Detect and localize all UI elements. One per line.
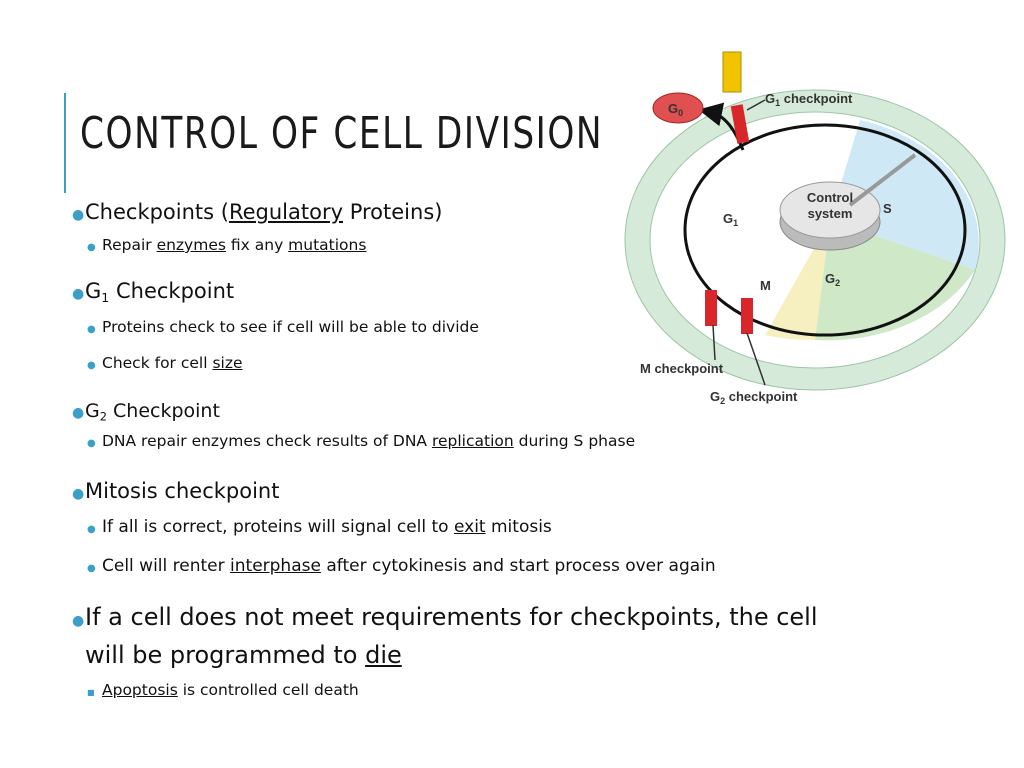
m-phase-sector (765, 220, 830, 341)
sub-bullet-dna-repair: ● DNA repair enzymes check results of DN… (72, 431, 942, 454)
text: Checkpoint (109, 279, 235, 303)
s-phase-label: S (883, 201, 892, 216)
link-die: die (365, 641, 402, 669)
text: Cell will renter (102, 556, 231, 576)
g2-checkpoint-label: G2 checkpoint (710, 389, 798, 406)
link-exit: exit (453, 517, 486, 537)
g0-label: G0 (668, 101, 683, 118)
sub-bullet-renter-interphase: ● Cell will renter interphase after cyto… (72, 556, 942, 579)
link-interphase: interphase (230, 556, 321, 576)
bullet-dot: ● (87, 360, 96, 371)
bullet-dot: ● (72, 613, 85, 629)
text: Checkpoints ( (85, 200, 229, 224)
text: will be programmed to (85, 641, 366, 669)
m-checkpoint-label: M checkpoint (640, 361, 724, 376)
text: during S phase (513, 432, 636, 450)
link-mutations: mutations (288, 236, 367, 254)
link-size: size (212, 354, 243, 372)
link-apoptosis: Apoptosis (102, 681, 178, 699)
bullet-mitosis-checkpoint: ● Mitosis checkpoint (72, 478, 942, 507)
link-regulatory: Regulatory (228, 200, 344, 224)
m-checkpoint-leader (712, 324, 716, 361)
sub-bullet-exit-mitosis: ● If all is correct, proteins will signa… (72, 517, 942, 540)
g1-checkpoint-leader (746, 99, 766, 111)
bullet-dot: ● (72, 207, 85, 223)
bullet-fail-requirements: ● If a cell does not meet requirements f… (72, 598, 942, 674)
g0-pill (652, 92, 704, 124)
text: Check for cell (102, 354, 213, 372)
bullet-dot: ● (87, 438, 96, 449)
text: Proteins) (343, 200, 443, 224)
subscript: 1 (101, 289, 110, 305)
g0-exit-arrow (698, 102, 745, 151)
g1-phase-label: G1 (723, 211, 738, 228)
title-accent-bar (64, 93, 66, 193)
text: after cytokinesis and start process over… (320, 556, 716, 576)
g2-checkpoint-leader (746, 332, 766, 386)
m-phase-label: M (760, 278, 771, 293)
text: If a cell does not meet requirements for… (85, 603, 818, 631)
g2-phase-sector (815, 220, 975, 341)
bullet-dot: ● (87, 242, 96, 253)
text: Repair (102, 236, 157, 254)
cycle-path (683, 123, 967, 337)
bullet-dot: ● (87, 524, 96, 535)
text: Proteins check to see if cell will be ab… (102, 318, 479, 336)
bullet-g1-checkpoint: ● G1 Checkpoint (72, 278, 942, 307)
text: fix any (225, 236, 289, 254)
regulatory-protein-icon (722, 51, 742, 93)
bullet-dot: ● (72, 405, 85, 421)
g2-phase-label: G2 (825, 271, 840, 288)
sub-bullet-apoptosis: ■ Apoptosis is controlled cell death (72, 680, 942, 703)
bullet-square: ■ (87, 688, 95, 697)
g1-checkpoint-label: G1 checkpoint (765, 91, 853, 108)
control-label-line1: Control (807, 190, 853, 205)
text: Mitosis checkpoint (85, 479, 280, 503)
bullet-dot: ● (72, 486, 85, 502)
text: Checkpoint (106, 400, 220, 422)
bullet-dot: ● (72, 286, 85, 302)
link-replication: replication (431, 432, 514, 450)
text: G (85, 400, 100, 422)
control-label-line2: system (808, 206, 853, 221)
link-enzymes: enzymes (156, 236, 226, 254)
bullet-dot: ● (87, 563, 96, 574)
control-system-pointer (848, 153, 917, 207)
subscript: 2 (99, 409, 107, 424)
bullet-g2-checkpoint: ● G2 Checkpoint (72, 398, 942, 426)
bullet-content: ● Checkpoints (Regulatory Proteins) ● Re… (72, 195, 942, 703)
m-checkpoint-gate (705, 290, 717, 326)
bullet-dot: ● (87, 324, 96, 335)
text: is controlled cell death (177, 681, 359, 699)
sub-bullet-repair: ● Repair enzymes fix any mutations (72, 235, 942, 258)
cell-cycle-diagram: G0 G1 checkpoint Control system S G1 G2 … (624, 51, 1006, 406)
sub-bullet-proteins-check: ● Proteins check to see if cell will be … (72, 317, 942, 340)
control-system-top (779, 181, 881, 239)
bullet-checkpoints: ● Checkpoints (Regulatory Proteins) (72, 199, 942, 228)
g1-checkpoint-gate (730, 104, 750, 144)
slide-title: CONTROL OF CELL DIVISION (80, 108, 604, 159)
text: DNA repair enzymes check results of DNA (102, 432, 432, 450)
text: mitosis (485, 517, 552, 537)
sub-bullet-cell-size: ● Check for cell size (72, 353, 942, 376)
g2-checkpoint-gate (741, 298, 753, 334)
text: If all is correct, proteins will signal … (102, 517, 454, 537)
text: G (85, 279, 102, 303)
